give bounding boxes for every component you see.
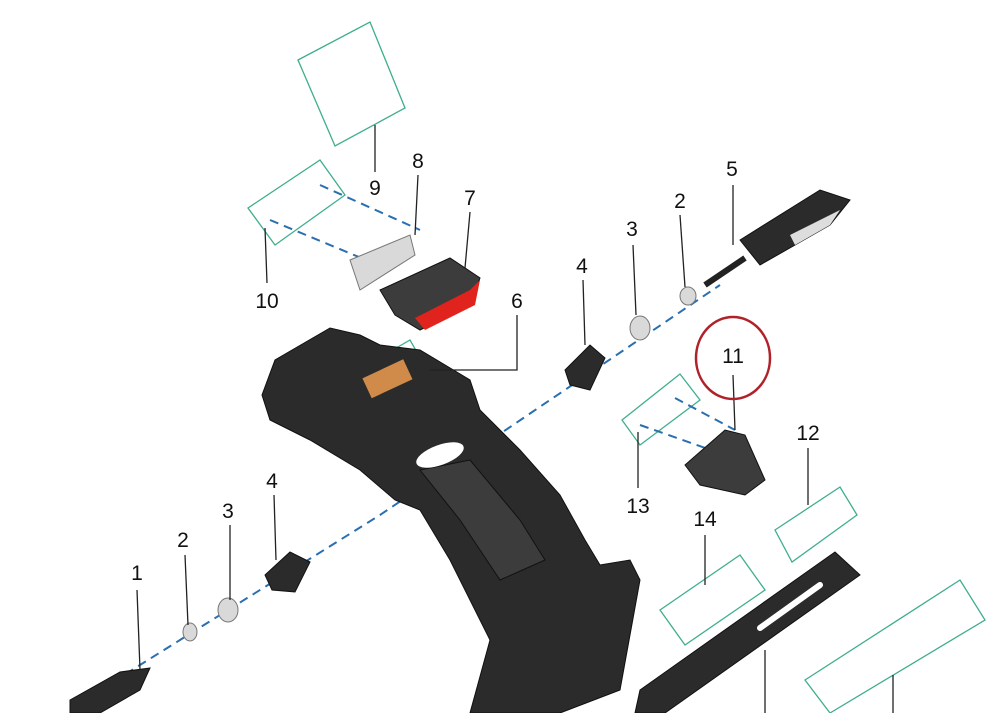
assembly-line xyxy=(319,184,421,231)
light-bracket xyxy=(349,234,416,291)
callout-7: 7 xyxy=(464,187,476,210)
leader-line xyxy=(632,244,637,316)
callout-1: 1 xyxy=(131,562,143,585)
fender-ridge xyxy=(419,459,546,581)
reflector-bracket xyxy=(684,429,766,496)
turn-signal-right xyxy=(739,189,851,266)
callout-4: 4 xyxy=(576,255,588,278)
callout-2: 2 xyxy=(177,529,189,552)
leader-line xyxy=(414,174,419,236)
license-plate-bracket xyxy=(634,551,861,713)
callout-11: 11 xyxy=(722,345,744,368)
callout-5: 5 xyxy=(726,158,738,181)
group-box-9 xyxy=(297,21,406,147)
callout-9: 9 xyxy=(369,177,381,200)
nut-3 xyxy=(217,597,239,623)
callout-13: 13 xyxy=(626,495,649,518)
leader-line xyxy=(430,315,518,371)
washer-2 xyxy=(182,622,198,642)
leader-line xyxy=(184,554,189,626)
leader-line xyxy=(264,227,268,284)
callout-14: 14 xyxy=(693,508,717,531)
rear-fender-bracket xyxy=(261,327,641,713)
callout-10: 10 xyxy=(255,290,278,313)
turn-signal-left xyxy=(69,667,151,713)
callout-12: 12 xyxy=(796,422,819,445)
leader-line xyxy=(732,374,736,431)
group-box-15 xyxy=(804,579,986,713)
turn-signal-lens xyxy=(790,210,840,245)
rubber-pad xyxy=(362,359,413,399)
fender-slot xyxy=(416,442,464,468)
assembly-line xyxy=(674,397,736,431)
leader-line xyxy=(273,494,277,561)
callout-3: 3 xyxy=(626,218,638,241)
tail-light-lens xyxy=(415,280,480,330)
group-box-13 xyxy=(621,373,701,446)
callout-2: 2 xyxy=(674,190,686,213)
callout-4: 4 xyxy=(266,470,278,493)
leader-line xyxy=(136,589,141,671)
bracket-slot xyxy=(757,582,823,631)
grommet-4 xyxy=(264,551,311,593)
leader-line xyxy=(679,214,686,288)
washer-2 xyxy=(679,286,697,306)
nut-3 xyxy=(629,315,651,341)
grommet-4 xyxy=(564,344,606,391)
group-box-12 xyxy=(774,486,858,563)
callout-3: 3 xyxy=(222,500,234,523)
highlight-circle xyxy=(694,315,772,401)
group-box-10 xyxy=(247,159,346,246)
callout-6: 6 xyxy=(511,290,523,313)
turn-signal-stem xyxy=(703,255,747,288)
leader-line xyxy=(464,211,471,269)
callout-8: 8 xyxy=(412,150,424,173)
group-box-14 xyxy=(659,554,766,646)
leader-line xyxy=(582,279,586,346)
